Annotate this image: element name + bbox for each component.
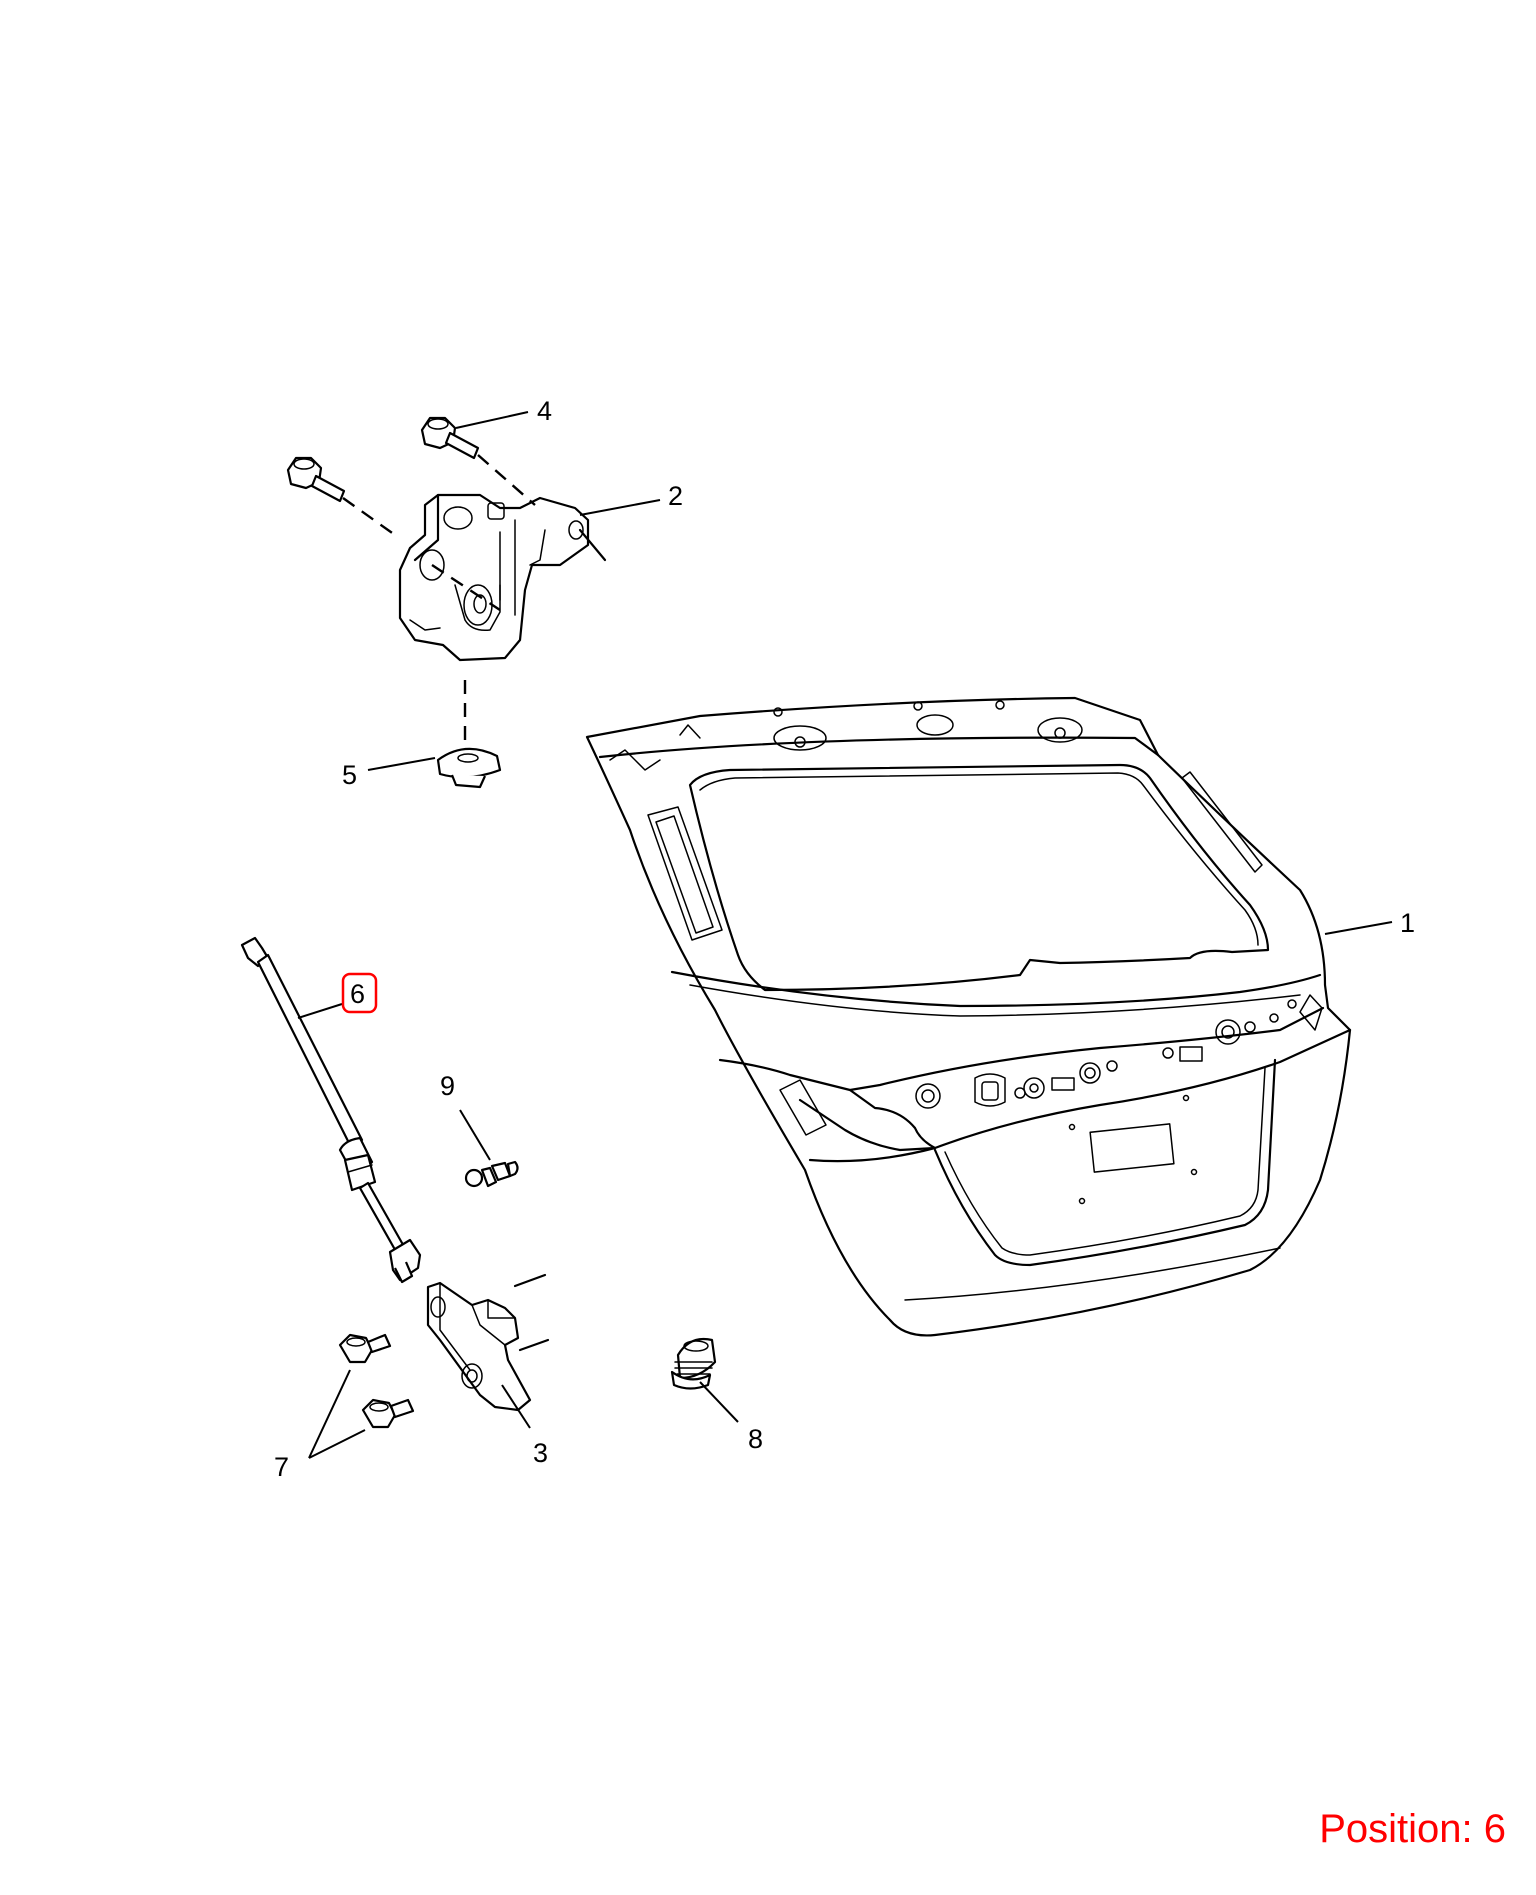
callout-9[interactable]: 9 bbox=[440, 1071, 455, 1101]
striker-bolt-upper[interactable] bbox=[338, 1333, 392, 1364]
striker-bracket[interactable] bbox=[426, 1273, 550, 1412]
callout-7[interactable]: 7 bbox=[274, 1452, 289, 1482]
hinge-bolt-upper[interactable] bbox=[420, 416, 480, 460]
assembly-line bbox=[342, 497, 396, 536]
grommet-plug[interactable] bbox=[670, 1337, 717, 1390]
liftgate-panel[interactable] bbox=[585, 696, 1352, 1337]
striker-bolt-lower[interactable] bbox=[361, 1398, 415, 1429]
assembly-line bbox=[578, 528, 607, 562]
callout-6-highlight bbox=[341, 972, 378, 1014]
leader-lines bbox=[297, 411, 1393, 1459]
position-label: Position: 6 bbox=[1319, 1807, 1506, 1851]
callout-5[interactable]: 5 bbox=[342, 760, 357, 790]
callout-8[interactable]: 8 bbox=[748, 1424, 763, 1454]
hinge-bolt-lower[interactable] bbox=[286, 456, 346, 503]
assembly-line bbox=[431, 563, 501, 612]
callout-3[interactable]: 3 bbox=[533, 1438, 548, 1468]
callout-2[interactable]: 2 bbox=[668, 481, 683, 511]
hinge-nut[interactable] bbox=[436, 747, 502, 789]
hinge[interactable] bbox=[398, 493, 590, 662]
callout-4[interactable]: 4 bbox=[537, 396, 552, 426]
assembly-line bbox=[477, 454, 536, 506]
gas-strut[interactable] bbox=[240, 936, 422, 1284]
ball-stud[interactable] bbox=[464, 1160, 519, 1188]
callout-1[interactable]: 1 bbox=[1400, 908, 1415, 938]
callout-6[interactable]: 6 bbox=[350, 979, 365, 1009]
